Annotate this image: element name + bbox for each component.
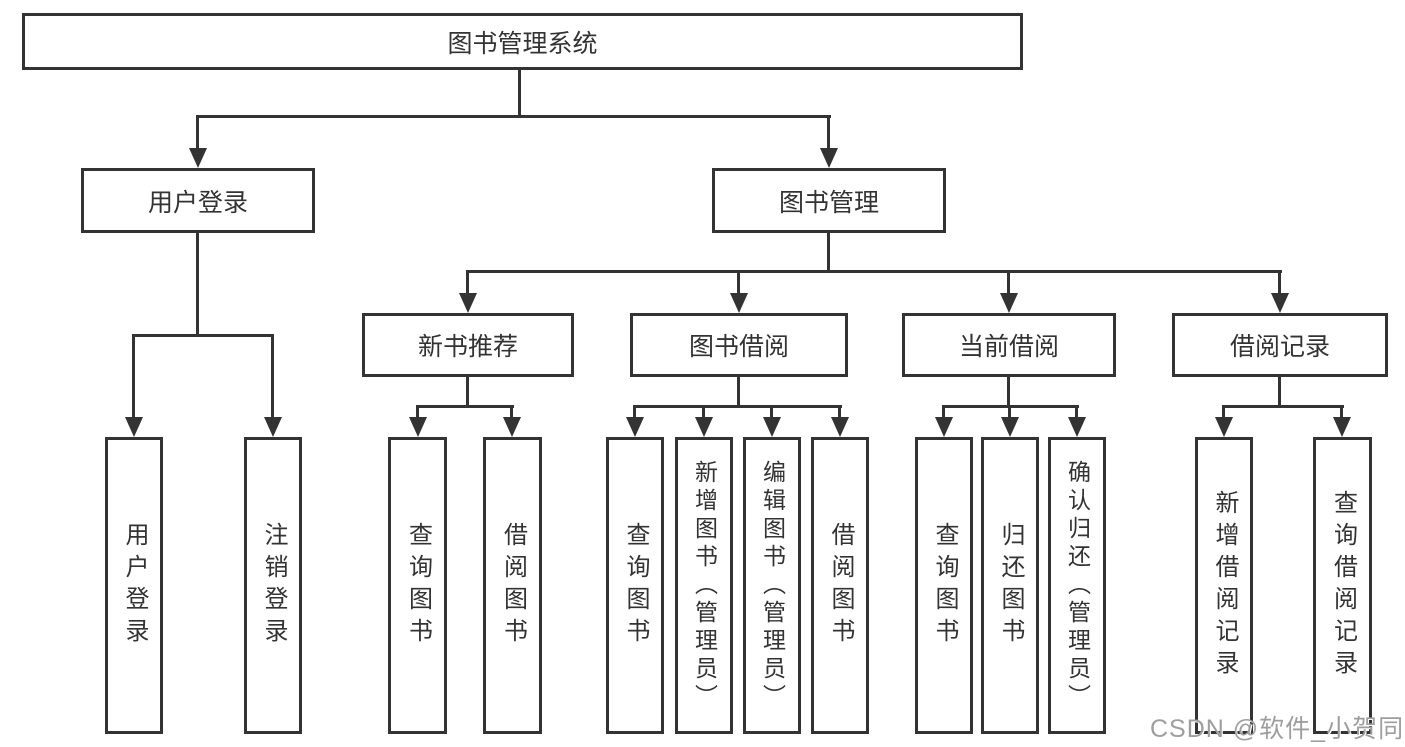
- connector-book-management-stem: [827, 233, 830, 272]
- arrow-down-icon: [935, 417, 953, 437]
- arrow-down-icon: [1333, 417, 1351, 437]
- connector-shaft-new-book: [466, 270, 469, 296]
- node-label: 图书管理: [778, 188, 879, 217]
- connector-shaft-user-login: [196, 115, 199, 151]
- arrow-down-icon: [264, 417, 282, 437]
- arrow-down-icon: [763, 417, 781, 437]
- arrow-down-icon: [695, 417, 713, 437]
- connector-root-stem: [518, 69, 521, 117]
- arrow-down-icon: [1271, 293, 1289, 313]
- arrow-down-icon: [189, 148, 207, 168]
- leaf-query-books-current: 查询图书: [915, 437, 973, 734]
- connector-shaft-borrow-records: [1278, 270, 1281, 296]
- leaf-user-login: 用户登录: [105, 437, 163, 734]
- connector-shaft-leaf: [510, 405, 513, 420]
- leaf-query-borrow-record: 查询借阅记录: [1313, 437, 1372, 734]
- node-label: 当前借阅: [958, 333, 1059, 361]
- arrow-down-icon: [831, 417, 849, 437]
- leaf-label: 新增图书（管理员）: [691, 459, 718, 712]
- connector-borrow-records-stem: [1278, 377, 1281, 407]
- arrow-down-icon: [1215, 417, 1233, 437]
- leaf-confirm-return-admin: 确认归还（管理员）: [1048, 437, 1106, 734]
- leaf-return-books: 归还图书: [981, 437, 1039, 734]
- connector-shaft-leaf: [1008, 405, 1011, 420]
- leaf-label: 归还图书: [997, 521, 1024, 650]
- node-book-management: 图书管理: [712, 168, 946, 233]
- connector-current-borrow-rail: [943, 405, 1079, 408]
- connector-shaft-leaf: [702, 405, 705, 420]
- leaf-label: 用户登录: [121, 521, 148, 650]
- arrow-down-icon: [730, 293, 748, 313]
- arrow-down-icon: [125, 417, 143, 437]
- leaf-label: 编辑图书（管理员）: [759, 459, 786, 712]
- leaf-logout: 注销登录: [244, 437, 302, 734]
- arrow-down-icon: [1068, 417, 1086, 437]
- leaf-label: 查询借阅记录: [1329, 489, 1357, 682]
- connector-shaft-current-borrow: [1007, 270, 1010, 296]
- connector-shaft-leaf: [942, 405, 945, 420]
- leaf-label: 新增借阅记录: [1211, 489, 1238, 682]
- node-book-borrowing: 图书借阅: [630, 313, 848, 377]
- arrow-down-icon: [1000, 293, 1018, 313]
- leaf-label: 借阅图书: [827, 521, 854, 650]
- node-new-book-recommendation: 新书推荐: [362, 313, 574, 377]
- leaf-query-books-borrowing: 查询图书: [606, 437, 664, 734]
- connector-shaft-leaf: [1222, 405, 1225, 420]
- arrow-down-icon: [459, 293, 477, 313]
- arrow-down-icon: [626, 417, 644, 437]
- arrow-down-icon: [1001, 417, 1019, 437]
- connector-user-login-stem: [196, 233, 199, 336]
- leaf-label: 确认归还（管理员）: [1064, 459, 1091, 712]
- node-current-borrowing: 当前借阅: [902, 313, 1116, 377]
- connector-book-borrow-stem: [737, 377, 740, 407]
- connector-user-login-rail: [133, 334, 274, 337]
- connector-shaft-leaf: [416, 405, 419, 420]
- connector-shaft-leaf: [633, 405, 636, 420]
- connector-shaft-leaf: [132, 334, 135, 420]
- connector-new-book-stem: [466, 377, 469, 407]
- connector-shaft-book-management: [827, 115, 830, 151]
- arrow-down-icon: [409, 417, 427, 437]
- node-label: 图书管理系统: [447, 29, 598, 58]
- connector-shaft-leaf: [770, 405, 773, 420]
- leaf-borrow-books-borrowing: 借阅图书: [811, 437, 869, 734]
- node-label: 新书推荐: [417, 333, 518, 361]
- node-label: 图书借阅: [688, 333, 789, 361]
- connector-new-book-rail: [417, 405, 514, 408]
- arrow-down-icon: [503, 417, 521, 437]
- node-borrowing-records: 借阅记录: [1172, 313, 1388, 377]
- leaf-label: 借阅图书: [499, 521, 527, 650]
- leaf-edit-books-admin: 编辑图书（管理员）: [743, 437, 801, 734]
- connector-book-borrow-rail: [634, 405, 842, 408]
- connector-shaft-leaf: [271, 334, 274, 420]
- leaf-add-books-admin: 新增图书（管理员）: [675, 437, 733, 734]
- connector-shaft-leaf: [1075, 405, 1078, 420]
- node-user-login: 用户登录: [81, 168, 315, 233]
- leaf-label: 查询图书: [404, 521, 432, 650]
- connector-shaft-book-borrow: [737, 270, 740, 296]
- connector-shaft-leaf: [838, 405, 841, 420]
- connector-shaft-leaf: [1340, 405, 1343, 420]
- leaf-add-borrow-record: 新增借阅记录: [1195, 437, 1253, 734]
- leaf-label: 查询图书: [931, 521, 958, 650]
- node-library-management-system: 图书管理系统: [22, 13, 1023, 70]
- arrow-down-icon: [820, 148, 838, 168]
- watermark: CSDN @软件_小贺同学: [1150, 715, 1405, 743]
- leaf-query-books-recommend: 查询图书: [388, 437, 447, 734]
- connector-borrow-records-rail: [1223, 405, 1344, 408]
- leaf-label: 查询图书: [622, 521, 649, 650]
- connector-book-management-rail: [467, 270, 1282, 273]
- node-label: 借阅记录: [1229, 333, 1330, 361]
- connector-current-borrow-stem: [1007, 377, 1010, 407]
- connector-root-rail: [197, 115, 831, 118]
- leaf-label: 注销登录: [260, 521, 287, 650]
- node-label: 用户登录: [147, 188, 248, 217]
- leaf-borrow-books-recommend: 借阅图书: [483, 437, 542, 734]
